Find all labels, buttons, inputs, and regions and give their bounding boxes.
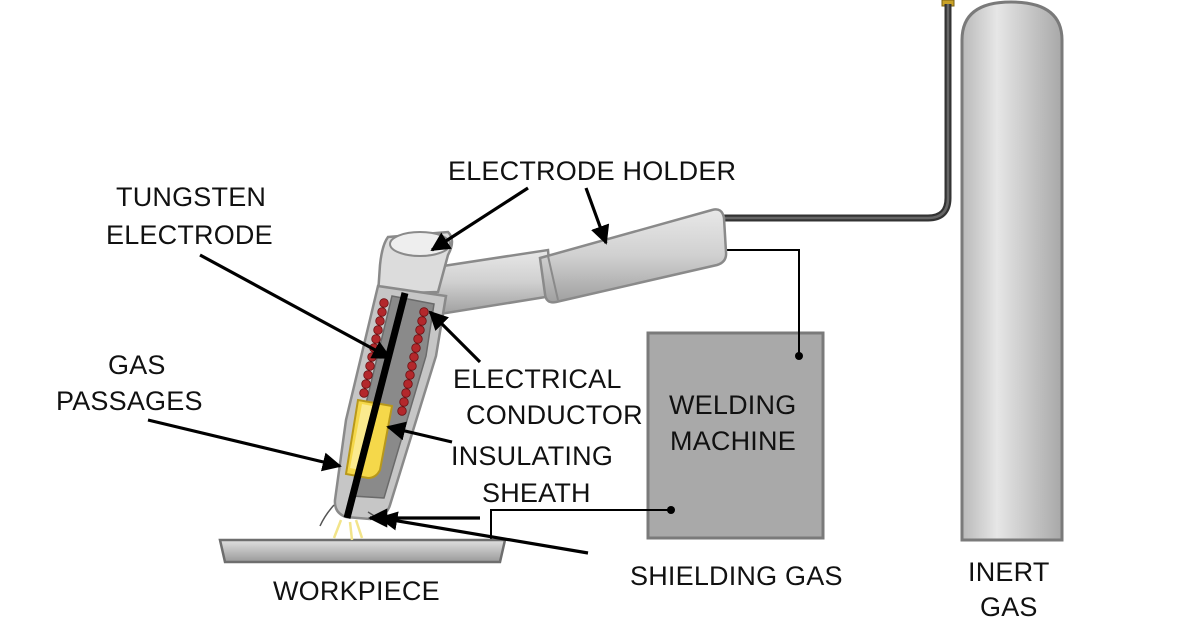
workpiece-plate — [218, 538, 507, 564]
label-inert-gas: GAS — [980, 592, 1038, 622]
gas-hose — [718, 4, 952, 222]
label-electrical: ELECTRICAL — [453, 364, 622, 394]
arrow-electrical-conductor — [428, 310, 482, 364]
arrow-electrode-holder-head — [430, 186, 529, 252]
label-passages: PASSAGES — [56, 386, 203, 416]
arrow-shielding-gas — [378, 511, 589, 555]
power-cable — [726, 249, 800, 356]
label-machine: MACHINE — [670, 426, 796, 456]
label-electrode: ELECTRODE — [106, 220, 273, 250]
label-inert: INERT — [968, 557, 1050, 587]
arrow-insulating-sheath — [386, 421, 453, 444]
label-sheath: SHEATH — [482, 478, 591, 508]
torch-handle — [428, 208, 728, 316]
ground-cable — [490, 509, 671, 540]
label-tungsten: TUNGSTEN — [116, 182, 266, 212]
arrow-electrode-holder-handle — [584, 187, 610, 245]
label-electrode-holder: ELECTRODE HOLDER — [448, 156, 736, 186]
label-workpiece: WORKPIECE — [273, 576, 440, 606]
label-insulating: INSULATING — [451, 441, 613, 471]
conductor-coil-right — [397, 307, 429, 416]
arrow-tungsten-electrode — [199, 253, 392, 360]
torch-body — [333, 284, 448, 521]
label-gas: GAS — [108, 350, 166, 380]
welding-machine-box — [646, 331, 825, 540]
label-shielding-gas: SHIELDING GAS — [630, 561, 843, 591]
tungsten-electrode-rod — [343, 292, 409, 519]
inert-gas-cylinder — [960, 0, 1064, 542]
pointer-arrows — [147, 186, 610, 555]
torch-head — [376, 230, 454, 296]
label-welding: WELDING — [669, 390, 796, 420]
arrow-gas-passages — [147, 418, 342, 472]
label-conductor: CONDUCTOR — [466, 400, 643, 430]
